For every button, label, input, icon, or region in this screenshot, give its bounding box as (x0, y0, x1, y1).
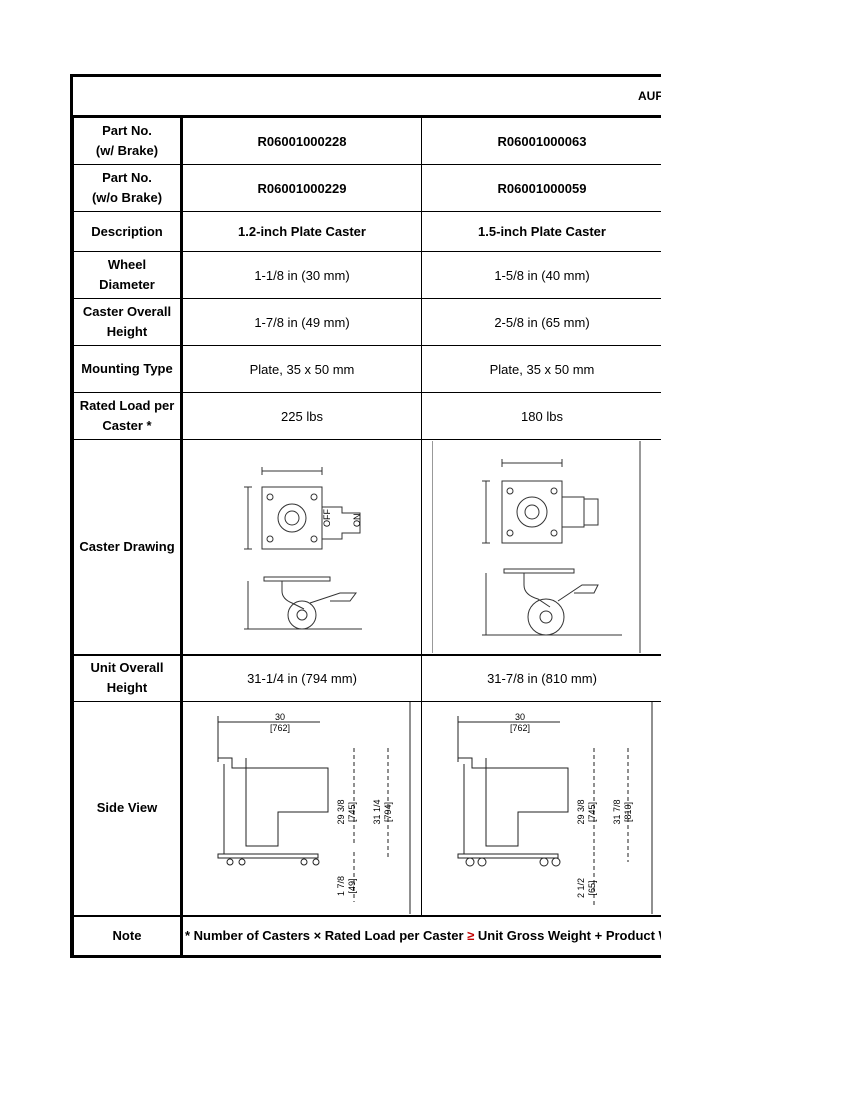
label-unit-height: Unit Overall Height (73, 654, 183, 702)
caster-drawing-1-image: OFF ON (244, 466, 362, 630)
caster-drawing-c1: OFF ON (181, 439, 422, 656)
part-brake-c2: R06001000063 (421, 117, 661, 165)
side-view-2-caster-height: 2 1/2[65] (576, 878, 597, 898)
mounting-c2: Plate, 35 x 50 mm (421, 345, 661, 393)
side-view-1-total-height: 31 1/4[794] (372, 800, 393, 825)
row-caster-drawing: Caster Drawing (73, 439, 661, 656)
mounting-c1: Plate, 35 x 50 mm (181, 345, 422, 393)
caster-drawing-2-image (432, 440, 641, 653)
row-unit-height: Unit Overall Height 31-1/4 in (794 mm) 3… (73, 654, 661, 702)
unit-height-c2: 31-7/8 in (810 mm) (421, 654, 661, 702)
label-side-view: Side View (73, 701, 183, 917)
part-brake-c1: R06001000228 (181, 117, 422, 165)
label-caster-height: Caster Overall Height (73, 298, 183, 346)
row-side-view: Side View (73, 701, 661, 917)
off-label: OFF (322, 508, 332, 526)
label-note: Note (73, 915, 183, 956)
side-view-2-image: 30[762] 29 3/8[745] 31 7/8[810] 2 1/2[65… (457, 702, 653, 915)
side-view-1-caster-height: 1 7/8[49] (336, 876, 357, 896)
side-view-c1: 30[762] 29 3/8[745] 31 1/4[794] 1 7/8[49… (181, 701, 422, 917)
side-view-2-body-height: 29 3/8[745] (576, 800, 597, 825)
label-part-nobrake: Part No. (w/o Brake) (73, 164, 183, 212)
part-nobrake-c2: R06001000059 (421, 164, 661, 212)
caster-drawing-c2 (421, 439, 661, 656)
note-text: * Number of Casters × Rated Load per Cas… (181, 915, 661, 956)
label-part-brake: Part No. (w/ Brake) (73, 117, 183, 165)
rated-load-c2: 180 lbs (421, 392, 661, 440)
wheel-diameter-c1: 1-1/8 in (30 mm) (181, 251, 422, 299)
row-mounting: Mounting Type Plate, 35 x 50 mm Plate, 3… (73, 345, 661, 393)
title-row: AUF (73, 77, 661, 117)
part-nobrake-c1: R06001000229 (181, 164, 422, 212)
label-description: Description (73, 211, 183, 252)
row-part-brake: Part No. (w/ Brake) R06001000228 R060010… (73, 117, 661, 165)
row-description: Description 1.2-inch Plate Caster 1.5-in… (73, 211, 661, 252)
spec-sheet: AUF Part No. (w/ Brake) R06001000228 R06… (70, 74, 661, 958)
note-text-b: Unit Gross Weight + Product Weight (477, 928, 661, 944)
unit-height-c1: 31-1/4 in (794 mm) (181, 654, 422, 702)
rated-load-c1: 225 lbs (181, 392, 422, 440)
label-wheel-diameter: Wheel Diameter (73, 251, 183, 299)
frame-left (70, 74, 73, 958)
note-text-a: * Number of Casters × Rated Load per Cas… (185, 928, 468, 944)
caster-height-c2: 2-5/8 in (65 mm) (421, 298, 661, 346)
frame-top (70, 74, 661, 77)
on-label: ON (352, 513, 362, 527)
wheel-diameter-c2: 1-5/8 in (40 mm) (421, 251, 661, 299)
caster-height-c1: 1-7/8 in (49 mm) (181, 298, 422, 346)
label-rated-load: Rated Load per Caster * (73, 392, 183, 440)
side-view-2-total-height: 31 7/8[810] (612, 800, 633, 825)
label-mounting: Mounting Type (73, 345, 183, 393)
side-view-1-image: 30[762] 29 3/8[745] 31 1/4[794] 1 7/8[49… (217, 702, 411, 915)
label-caster-drawing: Caster Drawing (73, 439, 183, 656)
side-view-2-width: 30[762] (510, 712, 530, 733)
sheet-title: AUF (638, 89, 661, 103)
row-note: Note * Number of Casters × Rated Load pe… (73, 915, 661, 956)
side-view-c2: 30[762] 29 3/8[745] 31 7/8[810] 2 1/2[65… (421, 701, 661, 917)
row-part-nobrake: Part No. (w/o Brake) R06001000229 R06001… (73, 164, 661, 212)
side-view-1-body-height: 29 3/8[745] (336, 800, 357, 825)
description-c2: 1.5-inch Plate Caster (421, 211, 661, 252)
row-rated-load: Rated Load per Caster * 225 lbs 180 lbs (73, 392, 661, 440)
frame-bottom (70, 955, 661, 958)
description-c1: 1.2-inch Plate Caster (181, 211, 422, 252)
row-caster-height: Caster Overall Height 1-7/8 in (49 mm) 2… (73, 298, 661, 346)
side-view-1-width: 30[762] (270, 712, 290, 733)
spec-table: Part No. (w/ Brake) R06001000228 R060010… (73, 117, 661, 956)
greater-equal-symbol: ≥ (467, 928, 475, 944)
row-wheel-diameter: Wheel Diameter 1-1/8 in (30 mm) 1-5/8 in… (73, 251, 661, 299)
